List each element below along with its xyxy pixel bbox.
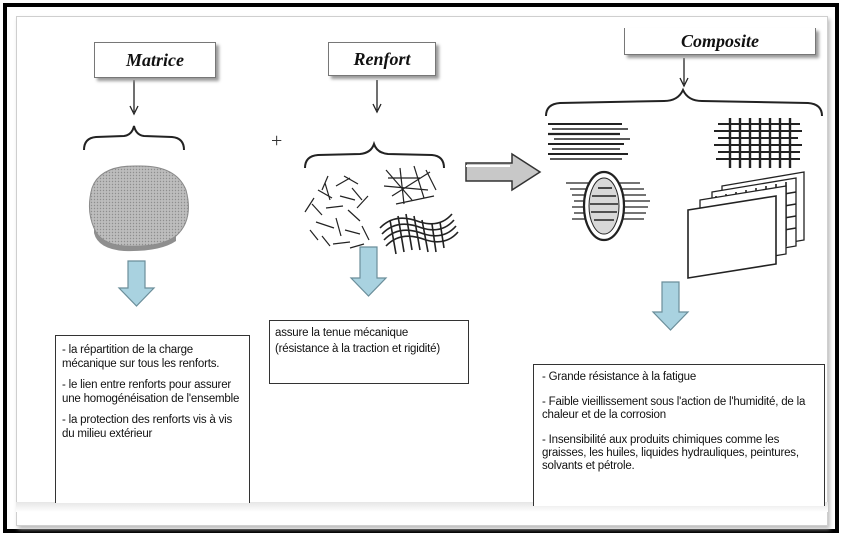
renfort-block-arrow bbox=[349, 246, 388, 297]
matrice-role: - la répartition de la charge mécanique … bbox=[62, 344, 220, 370]
renfort-title: Renfort bbox=[328, 42, 436, 76]
long-fibers-illustration bbox=[383, 165, 437, 205]
fiber-cross-section-illustration bbox=[566, 170, 650, 242]
composite-properties-box: - Grande résistance à la fatigue - Faibl… bbox=[533, 364, 825, 506]
composite-brace bbox=[545, 87, 823, 117]
laminate-plies-illustration bbox=[687, 171, 805, 279]
matrice-roles-box: - la répartition de la charge mécanique … bbox=[55, 335, 250, 503]
renfort-title-text: Renfort bbox=[353, 48, 411, 69]
composite-block-arrow bbox=[651, 281, 690, 331]
unidirectional-composite-illustration bbox=[548, 123, 630, 160]
matrice-block-arrow bbox=[117, 260, 156, 307]
plus-sign: + bbox=[271, 130, 283, 152]
matrice-title-text: Matrice bbox=[126, 49, 184, 70]
composite-property: - Faible vieillissement sous l'action de… bbox=[542, 396, 806, 421]
matrix-material-blob bbox=[88, 165, 189, 247]
matrice-title: Matrice bbox=[94, 42, 216, 78]
process-arrow bbox=[465, 152, 542, 192]
matrice-role: - le lien entre renforts pour assurer un… bbox=[62, 379, 240, 405]
renfort-role: assure la tenue mécanique (résistance à … bbox=[275, 327, 440, 355]
renfort-role-box: assure la tenue mécanique (résistance à … bbox=[269, 320, 469, 384]
renfort-brace bbox=[304, 140, 445, 169]
composite-title: Composite bbox=[624, 28, 816, 55]
woven-fibers-illustration bbox=[379, 213, 459, 255]
composite-property: - Grande résistance à la fatigue bbox=[542, 371, 697, 383]
matrice-brace bbox=[83, 125, 185, 151]
panel-shadow bbox=[16, 502, 828, 512]
composite-title-text: Composite bbox=[680, 30, 759, 51]
composite-property: - Insensibilité aux produits chimiques c… bbox=[542, 434, 799, 472]
matrice-role: - la protection des renforts vis à vis d… bbox=[62, 414, 233, 440]
woven-fabric-illustration bbox=[714, 118, 802, 168]
short-fibers-illustration bbox=[304, 175, 370, 249]
